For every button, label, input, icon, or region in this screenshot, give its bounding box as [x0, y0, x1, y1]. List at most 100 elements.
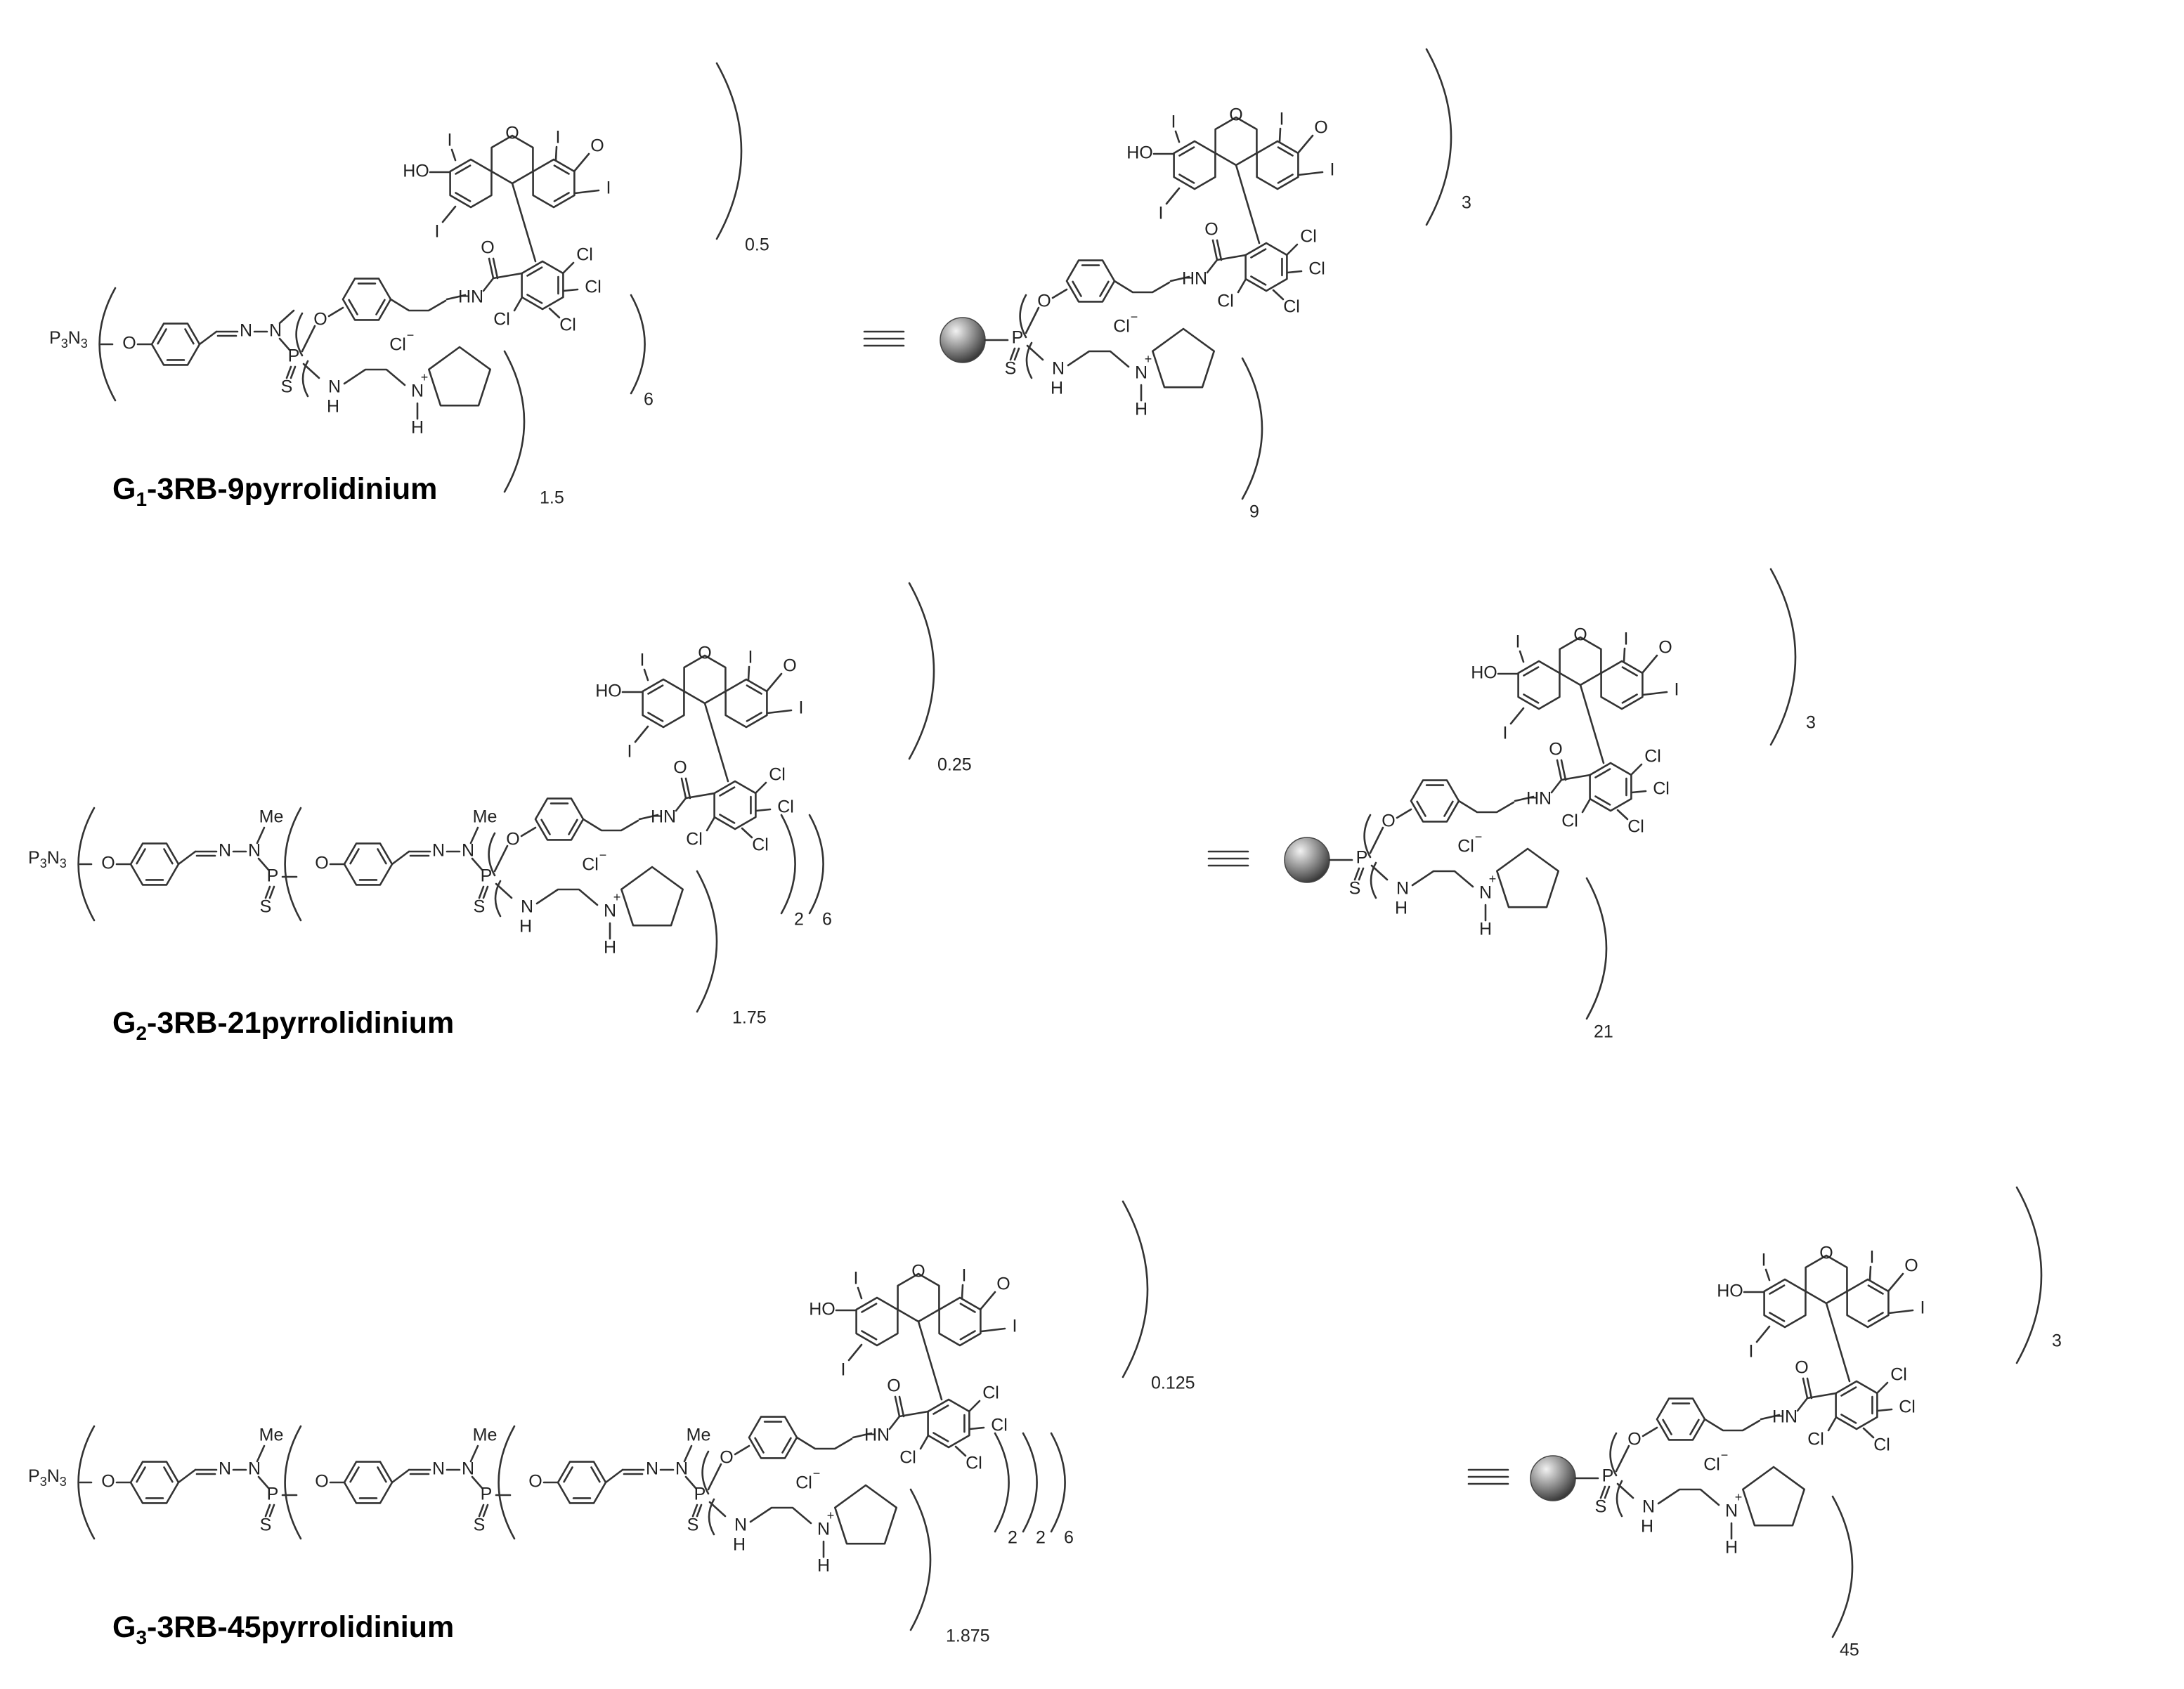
double-bond [377, 848, 387, 865]
carbonyl-bond [1641, 654, 1658, 674]
phenyl-ring [534, 797, 585, 841]
open-paren [77, 807, 96, 922]
linker-oxygen: O [313, 310, 327, 330]
double-bond [1689, 1419, 1700, 1435]
bond [520, 826, 537, 837]
bond [1876, 1381, 1889, 1395]
hydrazine-nitrogen: N [462, 1459, 474, 1479]
negative-charge: − [1475, 830, 1483, 844]
methyl-label: Me [473, 1426, 498, 1445]
xanthene-right-ring [1846, 1278, 1890, 1329]
methyl-label: Me [687, 1426, 711, 1445]
bond [1827, 1416, 1838, 1432]
carbonyl-bond [488, 257, 495, 280]
hydroxyl-label: HO [1126, 143, 1153, 163]
open-paren [284, 807, 302, 922]
double-bond [1353, 867, 1360, 881]
bond [852, 1432, 873, 1439]
compound-title: G2-3RB-21pyrrolidinium [112, 1006, 454, 1044]
generation-repeat-index: 2 [1008, 1528, 1018, 1548]
bond [847, 1343, 863, 1362]
bond [684, 1475, 697, 1489]
chloride-counterion: Cl [1703, 1455, 1720, 1475]
bond [1760, 1414, 1781, 1421]
pyrrolidine-ring [428, 346, 491, 407]
bond [747, 665, 750, 682]
bond [1642, 1426, 1658, 1437]
chlorine: Cl [966, 1454, 982, 1473]
bond [1616, 809, 1629, 821]
double-bond [781, 1437, 792, 1454]
hydrazine-nitrogen: N [248, 841, 261, 861]
double-bond [136, 1466, 146, 1483]
bond [1235, 164, 1261, 244]
bond [1396, 808, 1412, 819]
carbonyl-bond [1887, 1272, 1904, 1293]
pyrrolidine-ring [1742, 1466, 1805, 1527]
iodine: I [1920, 1298, 1925, 1318]
open-paren [1363, 814, 1372, 859]
double-bond [1072, 280, 1082, 297]
ethyl-chain [1703, 1418, 1761, 1432]
tetrachlorophenyl-ring [521, 260, 564, 311]
pyrrolidinium-nitrogen: N [1135, 363, 1148, 383]
double-bond [349, 1466, 360, 1483]
bond [548, 307, 561, 319]
bond [954, 1445, 967, 1457]
carbonyl-bond [1806, 1377, 1813, 1400]
iodine: I [1516, 632, 1521, 652]
bond [257, 1475, 270, 1489]
bond [734, 1445, 750, 1456]
amine-hydrogen: H [327, 397, 339, 417]
iodine: I [748, 648, 753, 667]
bond [634, 725, 649, 743]
xanthene-oxygen: O [1819, 1244, 1833, 1263]
double-bond [264, 885, 271, 899]
amine-hydrogen: H [1641, 1517, 1653, 1537]
open-paren [488, 832, 496, 877]
double-bond [1621, 693, 1638, 704]
double-bond [157, 328, 167, 345]
open-paren [1609, 1432, 1618, 1477]
double-bond [563, 1466, 573, 1483]
methyl-label: Me [473, 807, 498, 827]
cyclotriphosphazene-core: P3N3 [28, 848, 67, 870]
iodine: I [628, 742, 632, 762]
phenyl-ring [129, 1461, 180, 1504]
positive-charge: + [1735, 1490, 1743, 1504]
chlorine: Cl [752, 835, 769, 855]
double-bond [861, 1330, 878, 1341]
amide-oxygen: O [1204, 220, 1218, 240]
chlorine: Cl [585, 278, 602, 297]
compound-title: G3-3RB-45pyrrolidinium [112, 1610, 454, 1648]
phenyl-ring [1065, 259, 1116, 303]
iodine: I [1749, 1342, 1754, 1362]
iodine: I [435, 222, 440, 242]
bond [1550, 778, 1563, 794]
double-bond [1416, 800, 1426, 817]
double-bond [478, 1504, 485, 1518]
double-bond [1769, 1284, 1786, 1295]
sulfur: S [1349, 879, 1361, 899]
ammonium-hydrogen: H [817, 1556, 830, 1576]
double-bond [590, 1466, 601, 1483]
bond [917, 1320, 943, 1401]
bond [1519, 650, 1525, 663]
close-paren [696, 870, 718, 1013]
carbonyl-bond [765, 672, 783, 693]
bond [450, 148, 457, 162]
chlorine: Cl [493, 310, 510, 330]
linker-oxygen: O [1037, 292, 1051, 311]
amine-nitrogen: N [1396, 879, 1409, 899]
open-paren [494, 880, 502, 918]
chlorine: Cl [777, 797, 794, 817]
chlorine: Cl [1873, 1435, 1890, 1455]
double-bond [136, 848, 146, 865]
ketone-oxygen: O [590, 136, 604, 156]
positive-charge: + [827, 1508, 835, 1522]
bond [1165, 187, 1181, 205]
negative-charge: − [813, 1466, 821, 1480]
iodine: I [1624, 630, 1629, 649]
